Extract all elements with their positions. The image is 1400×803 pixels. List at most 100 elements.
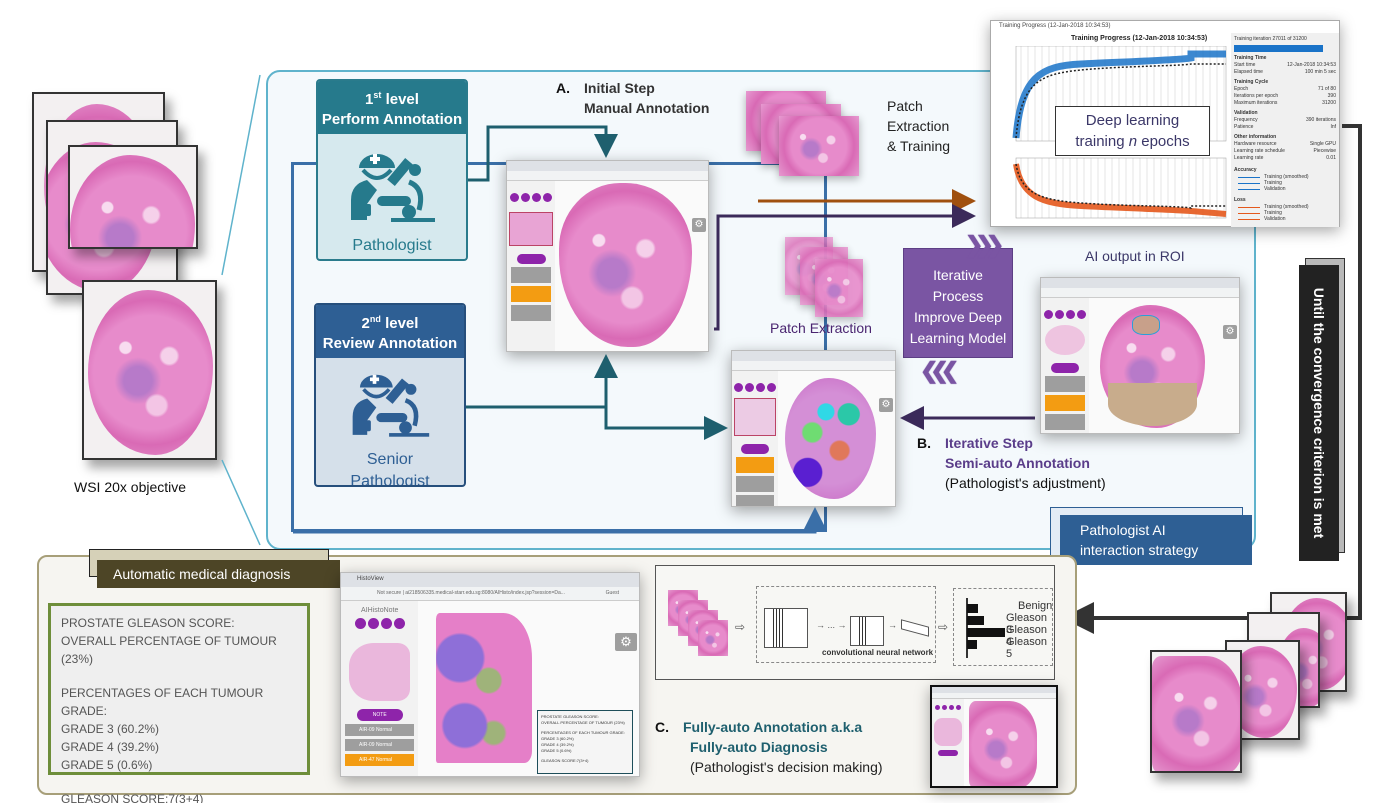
output-dashed-box: [953, 588, 1053, 666]
browser-urlbar: Not secure | ai218506335.medical-starr.e…: [341, 587, 639, 601]
info-key: Iterations per epoch: [1234, 93, 1279, 99]
annotation-item: AIR-09 Normal: [345, 739, 415, 751]
report-line: GRADE 5 (0.6%): [61, 758, 153, 772]
label-line: Patch: [887, 98, 923, 114]
step-marker: A.: [556, 80, 570, 96]
info-value: 12-Jan-2018 10:34:53: [1287, 62, 1336, 68]
report-line: GRADE 5 (0.6%): [541, 748, 572, 753]
info-value: 0.01: [1326, 155, 1336, 161]
info-value: 31200: [1322, 100, 1336, 106]
step-c-label: C.Fully-auto Annotation a.k.a Fully-auto…: [655, 717, 883, 777]
app-sidebar: [932, 699, 965, 786]
ai-output-label: AI output in ROI: [1085, 248, 1185, 264]
legend-item: Validation: [1234, 216, 1336, 222]
report-line: GRADE 4 (39.2%): [541, 742, 574, 747]
info-row: Iterations per epoch 390: [1234, 93, 1336, 100]
deep-learning-label: Deep learning training n epochs: [1055, 106, 1210, 156]
role-card-senior-pathologist: 2nd level Review Annotation Senior Patho…: [314, 303, 466, 487]
level-number: 1: [365, 91, 374, 108]
arrow-convergence-loop: [1062, 124, 1362, 634]
iterative-process-box: Iterative Process Improve Deep Learning …: [903, 248, 1013, 358]
step-note: (Pathologist's adjustment): [945, 475, 1106, 491]
class-score-bar: [967, 604, 979, 613]
role-header: 2nd level Review Annotation: [316, 305, 464, 358]
url-text: Not secure | ai218506335.medical-starr.e…: [377, 590, 565, 596]
zoom-line-bottom: [221, 459, 261, 546]
app-name: AIHistoNote: [361, 607, 399, 614]
wsi-label: WSI 20x objective: [74, 479, 187, 495]
report-line: GRADE 4 (39.2%): [61, 740, 160, 754]
report-line: GRADE 3 (60.2%): [541, 736, 574, 741]
annotation-item: AIR-47 Normal: [345, 754, 415, 766]
gear-icon: ⚙: [692, 218, 706, 232]
annotation-app-screenshot-semi-auto: ⚙: [731, 350, 896, 507]
report-line: PROSTATE GLEASON SCORE:: [541, 714, 599, 719]
info-value: 390: [1327, 93, 1336, 99]
level-suffix: st: [373, 90, 382, 100]
label-line: Process: [932, 288, 984, 304]
app-sidebar: [1041, 298, 1089, 433]
legend-heading: Loss: [1234, 197, 1246, 203]
gleason-report: PROSTATE GLEASON SCORE: OVERALL PERCENTA…: [48, 603, 310, 803]
class-label: Benign: [1018, 600, 1053, 612]
note-button: NOTE: [356, 709, 403, 721]
thumbnail: [934, 718, 963, 746]
app-tool-buttons: [507, 193, 555, 202]
slide-viewer: [969, 701, 1038, 786]
step-b-label: B.Iterative Step Semi-auto Annotation (P…: [917, 433, 1106, 493]
convergence-label: Until the convergence criterion is met: [1299, 265, 1339, 561]
label-text: training: [1075, 133, 1129, 150]
arrow-review-to-annotation: [466, 354, 618, 409]
arrow-to-manual-annotation: [468, 125, 618, 182]
arrow-right-icon: ⇨: [938, 620, 949, 634]
thumbnail: [1045, 325, 1085, 355]
info-value: Inf: [1330, 124, 1336, 130]
layer-ellipsis: → ... →: [816, 620, 847, 630]
report-line: PERCENTAGES OF EACH TUMOUR GRADE:: [61, 686, 264, 718]
info-row: Learning rate schedule Piecewise: [1234, 148, 1336, 155]
cnn-dashed-box: [756, 586, 936, 663]
step-subtitle: Manual Annotation: [584, 100, 710, 116]
report-line: PERCENTAGES OF EACH TUMOUR GRADE:: [541, 730, 625, 735]
annotation-item: [736, 495, 774, 506]
info-section-heading: Training Time: [1234, 55, 1267, 61]
training-progress-window: Training Progress (12-Jan-2018 10:34:53)…: [990, 20, 1340, 227]
wsi-slide: [68, 145, 198, 249]
step-title: Initial Step: [584, 80, 655, 96]
label-line: Learning Model: [909, 330, 1007, 346]
role-action: Review Annotation: [322, 335, 458, 352]
info-value: Piecewise: [1313, 148, 1336, 154]
gear-icon: ⚙: [615, 633, 637, 651]
annotation-app-screenshot-ai-output: ⚙: [1040, 277, 1240, 434]
thumbnail: [509, 212, 554, 246]
accuracy-validation: [1015, 63, 1226, 139]
annotation-app-screenshot-fully-auto: [930, 685, 1058, 788]
gear-icon: ⚙: [879, 397, 893, 412]
label-line: Iterative: [933, 267, 983, 283]
label-line: Improve Deep: [914, 309, 1002, 325]
arrow-right-icon: ⇨: [735, 620, 746, 634]
arrow-review-to-semi-auto: [604, 407, 728, 440]
annotation-item: [1045, 376, 1085, 392]
app-sidebar: [732, 371, 778, 506]
info-key: Hardware resource: [1234, 141, 1277, 147]
annotation-item: [511, 286, 552, 302]
info-key: Maximum iterations: [1234, 100, 1278, 106]
annotation-item: [1045, 395, 1085, 411]
annotation-app-screenshot-manual: ⚙: [506, 160, 709, 352]
arrow-loop-to-semi-auto: [293, 507, 827, 534]
legend-item: Training: [1234, 210, 1336, 216]
info-key: Learning rate schedule: [1234, 148, 1285, 154]
level-word: level: [385, 91, 419, 108]
info-section-heading: Other information: [1234, 134, 1277, 140]
patch-training-label: Patch Extraction & Training: [887, 96, 950, 156]
app-sidebar: AIHistoNote NOTE AIR-09 Normal AIR-09 No…: [341, 601, 419, 776]
window-title: Training Progress (12-Jan-2018 10:34:53): [999, 23, 1111, 29]
label-text: epochs: [1137, 133, 1190, 150]
step-title: Iterative Step: [945, 435, 1033, 451]
annotation-item: [1045, 414, 1085, 430]
